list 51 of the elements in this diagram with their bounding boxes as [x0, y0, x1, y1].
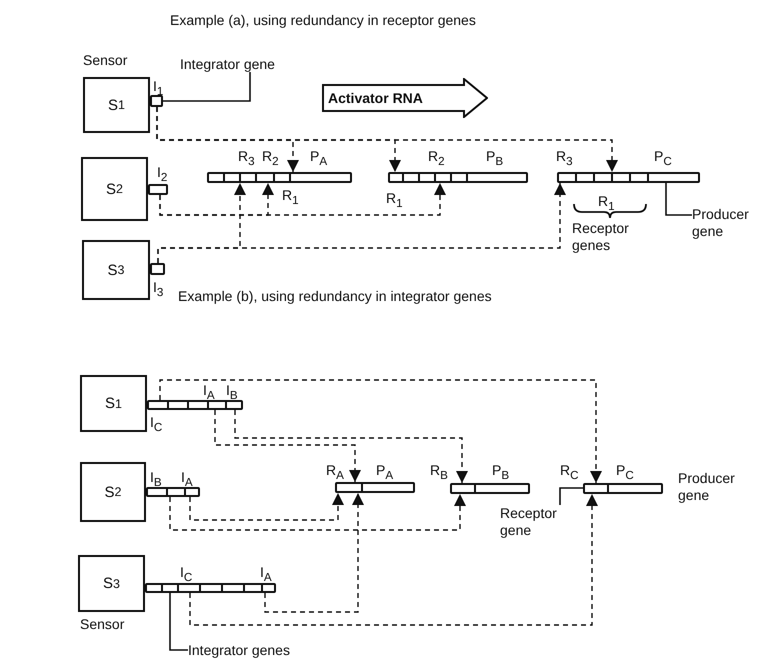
callout-label: Receptor gene [500, 505, 570, 539]
dashed-arrow [264, 493, 364, 613]
dashed-arrow [189, 493, 344, 521]
gene-label: I$_{3}$ [153, 279, 164, 301]
leader-line [169, 593, 188, 651]
leader-line [559, 487, 583, 505]
section-heading: Example (b), using redundancy in integrator genes [178, 288, 492, 304]
gene-label: R$_{B}$ [430, 462, 448, 484]
gene-label: R$_{C}$ [560, 462, 579, 484]
caption-text: Sensor [80, 616, 124, 632]
dashed-arrow [159, 183, 446, 216]
section-heading: Example (a), using redundancy in receptor genes [170, 12, 476, 28]
gene-label: R$_{2}$ [428, 148, 445, 170]
gene-label: I$_{C}$ [150, 414, 162, 436]
caption-text: Producer gene [678, 470, 736, 504]
gene-label: I$_{C}$ [180, 564, 192, 586]
callout-label: Producer gene [692, 206, 764, 240]
gene-label: I$_{A}$ [203, 382, 215, 404]
gene-label: P$_{A}$ [376, 462, 394, 484]
callout-label: Integrator gene [180, 56, 275, 72]
gene-label: R$_{3}$ [556, 148, 573, 170]
callout-label: Integrator genes [188, 642, 290, 658]
gene-label: P$_{B}$ [486, 148, 504, 170]
gene-label: I$_{1}$ [153, 78, 164, 100]
dashed-arrow [169, 494, 466, 531]
gene-label: I$_{A}$ [260, 564, 272, 586]
dashed-arrow [214, 410, 361, 482]
dashed-arrow [234, 410, 468, 483]
gene-label: I$_{B}$ [226, 382, 238, 404]
dashed-arrow [159, 379, 602, 483]
gene-label: I$_{2}$ [157, 164, 168, 186]
gene-label: R$_{A}$ [326, 462, 344, 484]
leader-line [163, 72, 251, 102]
dashed-arrow [156, 107, 618, 172]
brace-label: Receptor genes [572, 220, 630, 254]
gene-label: I$_{A}$ [181, 469, 193, 491]
dashed-arrow [189, 494, 598, 626]
gene-label: R$_{1}$ [282, 187, 299, 209]
gene-label: P$_{C}$ [654, 148, 672, 170]
gene-label: R$_{1}$ [386, 190, 403, 212]
block-arrow: Activator RNA [322, 78, 488, 118]
dashed-arrow [157, 183, 566, 263]
gene-label: R$_{1}$ [598, 193, 615, 215]
gene-label: R$_{2}$ [262, 148, 279, 170]
gene-label: P$_{A}$ [310, 148, 328, 170]
gene-label: P$_{B}$ [492, 462, 510, 484]
gene-label: R$_{3}$ [238, 148, 255, 170]
gene-label: I$_{B}$ [150, 469, 162, 491]
leader-line [665, 183, 692, 216]
caption-text: Sensor [83, 52, 128, 68]
gene-label: P$_{C}$ [616, 462, 634, 484]
